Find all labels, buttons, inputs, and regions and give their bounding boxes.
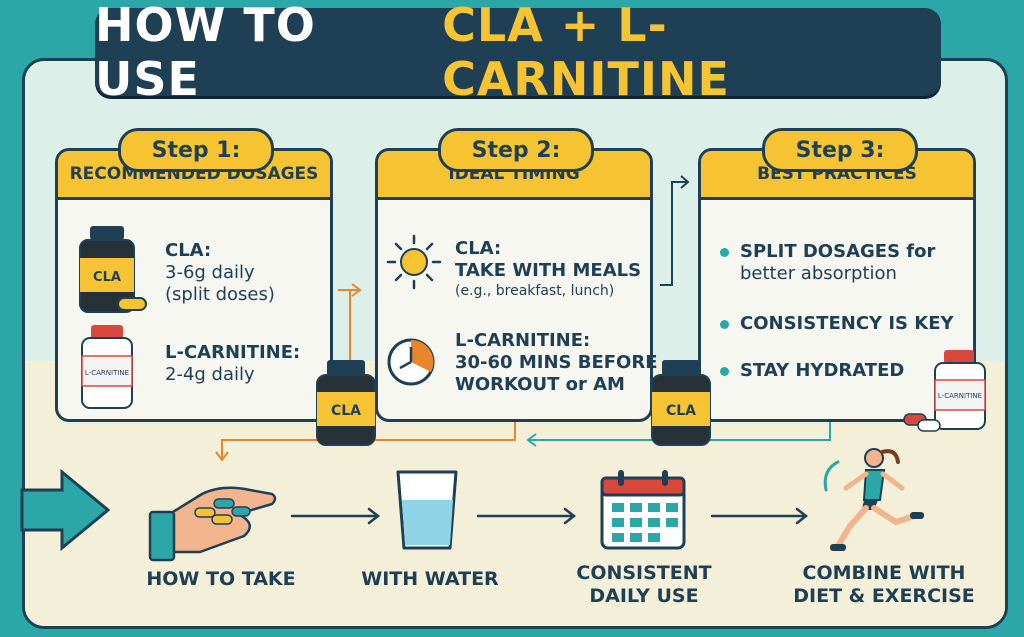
step1-cla-note: (split doses) — [165, 284, 275, 305]
lcarnitine-bottle-icon — [903, 350, 986, 432]
cla-bottle-icon — [316, 360, 376, 446]
cla-bottle-icon — [79, 226, 147, 313]
cla-bottle-label-2: CLA — [331, 403, 361, 419]
step2-card: IDEAL TIMING — [375, 148, 653, 422]
step3-tab: Step 3: — [762, 128, 918, 172]
hand-with-capsules-icon — [148, 486, 277, 562]
step3-bullet-1: SPLIT DOSAGES for better absorption — [720, 241, 936, 285]
title-prefix: HOW TO USE — [95, 0, 316, 106]
step3-card: BEST PRACTICES — [698, 148, 976, 422]
step3-bullet-3: STAY HYDRATED — [720, 360, 904, 382]
step2-cla-title: CLA: — [455, 238, 502, 259]
cla-bottle-label-3: CLA — [666, 403, 696, 419]
lcarnitine-bottle-label: L-CARNITINE — [85, 369, 129, 377]
clock-icon — [387, 338, 435, 386]
step2-tab: Step 2: — [438, 128, 594, 172]
step3-bullet-1-line2: better absorption — [740, 263, 897, 284]
lcarnitine-bottle-label-2: L-CARNITINE — [938, 392, 982, 400]
step2-lc-block: L-CARNITINE: 30-60 MINS BEFORE WORKOUT o… — [455, 330, 658, 396]
step2-header: IDEAL TIMING — [378, 151, 650, 200]
step1-cla-dose: 3-6g daily — [165, 262, 255, 283]
step1-lc-block: L-CARNITINE: 2-4g daily — [165, 342, 300, 386]
sun-icon — [386, 234, 442, 290]
step3-bullet-2: CONSISTENCY IS KEY — [720, 313, 954, 335]
arrow-icon — [20, 468, 111, 552]
step2-lc-timing-2: WORKOUT or AM — [455, 374, 625, 395]
step1-lc-title: L-CARNITINE: — [165, 342, 301, 363]
water-glass-icon — [396, 470, 458, 550]
step2-lc-title: L-CARNITINE: — [455, 330, 591, 351]
step2-lc-timing-1: 30-60 MINS BEFORE — [455, 352, 658, 373]
step1-cla-block: CLA: 3-6g daily (split doses) — [165, 240, 275, 306]
cla-bottle-label: CLA — [93, 270, 121, 285]
step2-cla-block: CLA: TAKE WITH MEALS (e.g., breakfast, l… — [455, 238, 641, 300]
cla-bottle-icon — [651, 360, 711, 446]
title-product: CLA + L-CARNITINE — [442, 0, 730, 106]
calendar-icon — [600, 470, 686, 550]
step1-lc-dose: 2-4g daily — [165, 364, 255, 385]
lcarnitine-bottle-icon — [81, 325, 133, 409]
bottom-label-water: WITH WATER — [361, 568, 499, 590]
runner-icon — [823, 448, 924, 551]
page-title: HOW TO USE CLA + L-CARNITINE — [95, 0, 941, 106]
bottom-label-how: HOW TO TAKE — [146, 568, 296, 590]
step2-cla-timing: TAKE WITH MEALS — [455, 260, 642, 281]
step2-cla-note: (e.g., breakfast, lunch) — [455, 283, 615, 299]
step1-tab: Step 1: — [118, 128, 274, 172]
step3-bullet-1-line1: SPLIT DOSAGES for — [740, 241, 936, 262]
step1-cla-title: CLA: — [165, 240, 212, 261]
